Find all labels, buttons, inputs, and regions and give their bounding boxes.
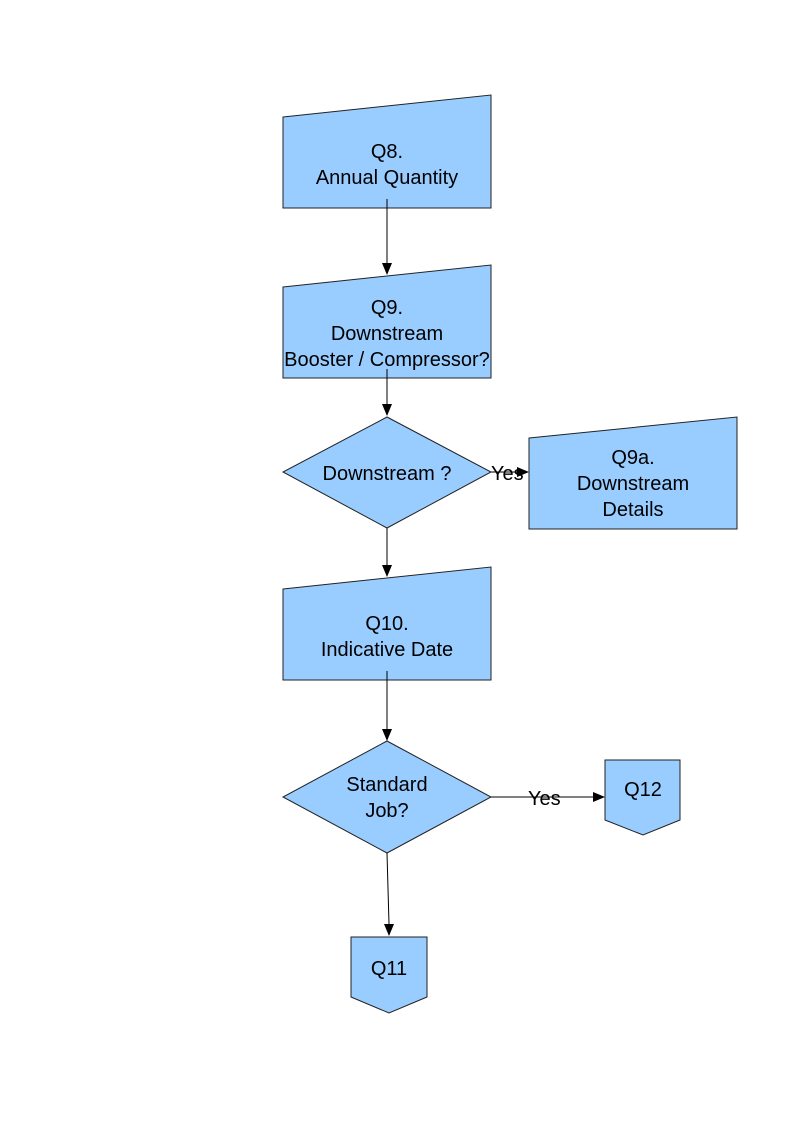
standard-job-decision-node: Standard Job?	[281, 740, 493, 854]
connector-downstream-q9a: Yes	[491, 463, 529, 485]
q8-shape	[282, 94, 492, 209]
standard-job-yes-label: Yes	[528, 788, 561, 810]
q11-node: Q11	[350, 936, 428, 1014]
q9-title-line2: Booster / Compressor?	[284, 349, 490, 371]
q10-node: Q10. Indicative Date	[282, 566, 492, 681]
q9-number: Q9.	[371, 297, 403, 319]
arrowhead	[517, 467, 529, 477]
standard-job-label-line1: Standard	[346, 774, 427, 796]
connector-standard-job-q11	[384, 852, 394, 936]
connector-downstream-q10	[382, 528, 392, 577]
q9a-node: Q9a. Downstream Details	[528, 416, 738, 530]
q12-label: Q12	[624, 779, 662, 801]
q11-shape	[350, 936, 428, 1014]
downstream-decision-label: Downstream ?	[323, 463, 452, 485]
q9a-title-line1: Downstream	[577, 473, 689, 495]
q10-shape	[282, 566, 492, 681]
q12-node: Q12	[604, 759, 681, 836]
connector-q10-standard-job	[382, 671, 392, 741]
arrowhead	[593, 792, 605, 802]
connector-q8-q9	[382, 199, 392, 275]
q8-title: Annual Quantity	[316, 167, 458, 189]
arrowhead	[382, 263, 392, 275]
connector-q9-downstream	[382, 369, 392, 416]
q8-number: Q8.	[371, 141, 403, 163]
q9a-title-line2: Details	[602, 499, 663, 521]
q11-label: Q11	[371, 958, 407, 980]
q9-node: Q9. Downstream Booster / Compressor?	[282, 264, 492, 379]
q9a-number: Q9a.	[611, 447, 654, 469]
connector-standard-job-q12: Yes	[491, 788, 605, 810]
downstream-yes-label: Yes	[491, 463, 524, 485]
q10-title: Indicative Date	[321, 639, 453, 661]
q9-shape	[282, 264, 492, 379]
standard-job-decision-shape	[281, 740, 493, 854]
q9a-shape	[528, 416, 738, 530]
arrowhead	[384, 924, 394, 936]
q9-title-line1: Downstream	[331, 323, 443, 345]
arrowhead	[382, 729, 392, 741]
arrowhead	[382, 565, 392, 577]
arrowhead	[382, 404, 392, 416]
standard-job-label-line2: Job?	[365, 800, 408, 822]
q10-number: Q10.	[365, 613, 408, 635]
q12-shape	[604, 759, 681, 836]
downstream-decision-node: Downstream ?	[281, 416, 493, 529]
q8-node: Q8. Annual Quantity	[282, 94, 492, 209]
